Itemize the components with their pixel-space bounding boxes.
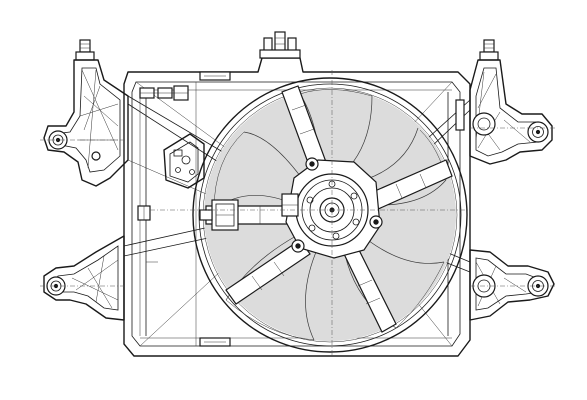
top-studs: [75, 31, 499, 347]
center-lines: [40, 70, 556, 356]
cable-clip: [199, 199, 239, 231]
support-arms: [205, 85, 453, 333]
